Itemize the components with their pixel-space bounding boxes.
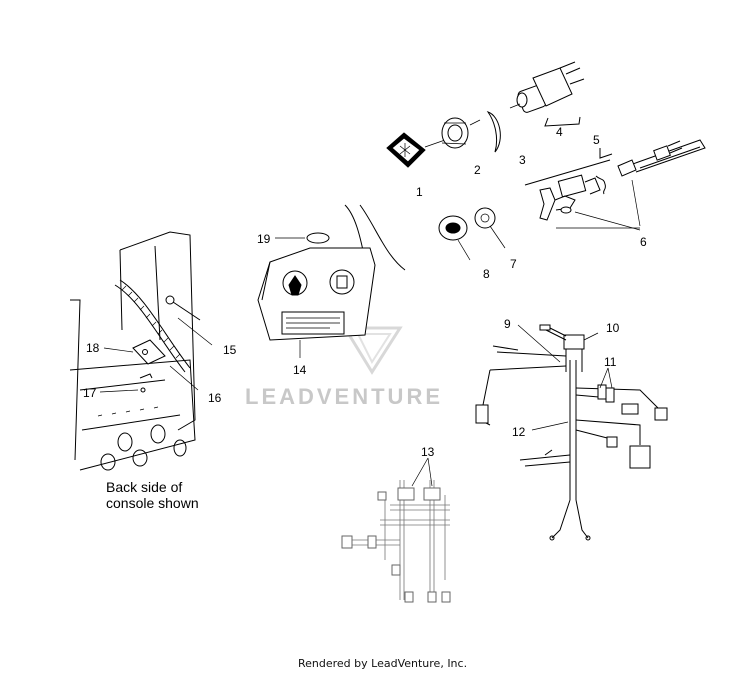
callout-8: 8	[483, 267, 490, 281]
callout-10: 10	[606, 321, 620, 335]
callout-13: 13	[421, 445, 435, 459]
part-6-leaders	[556, 179, 641, 231]
watermark-text: LEADVENTURE	[245, 384, 443, 409]
watermark-logo	[342, 326, 403, 375]
part-4-ignition-switch	[509, 61, 585, 127]
part-3-washer	[469, 111, 501, 153]
caption-line-2: console shown	[106, 495, 199, 511]
callout-18: 18	[86, 341, 100, 355]
callout-5: 5	[593, 133, 600, 147]
callout-2: 2	[474, 163, 481, 177]
callout-12: 12	[512, 425, 526, 439]
part-1-bezel	[386, 132, 446, 168]
callout-7: 7	[510, 257, 517, 271]
callout-3: 3	[519, 153, 526, 167]
part-2-nut	[441, 117, 469, 149]
part-7-washer	[474, 207, 506, 249]
callout-11: 11	[604, 355, 617, 369]
part-5-switch-assembly	[524, 139, 706, 221]
callout-1: 1	[416, 185, 423, 199]
callout-9: 9	[504, 317, 511, 331]
callout-15: 15	[223, 343, 237, 357]
callout-16: 16	[208, 391, 222, 405]
callout-6: 6	[640, 235, 647, 249]
harness-13	[341, 457, 451, 603]
console-panel	[257, 204, 406, 358]
callout-17: 17	[83, 386, 97, 400]
caption-line-1: Back side of	[106, 479, 182, 495]
footer-credit: Rendered by LeadVenture, Inc.	[298, 657, 467, 670]
main-wiring-harness	[475, 324, 668, 541]
part-8-grommet	[438, 215, 471, 261]
callout-19: 19	[257, 232, 271, 246]
console-backside	[69, 231, 213, 471]
callout-14: 14	[293, 363, 307, 377]
callout-4: 4	[556, 125, 563, 139]
